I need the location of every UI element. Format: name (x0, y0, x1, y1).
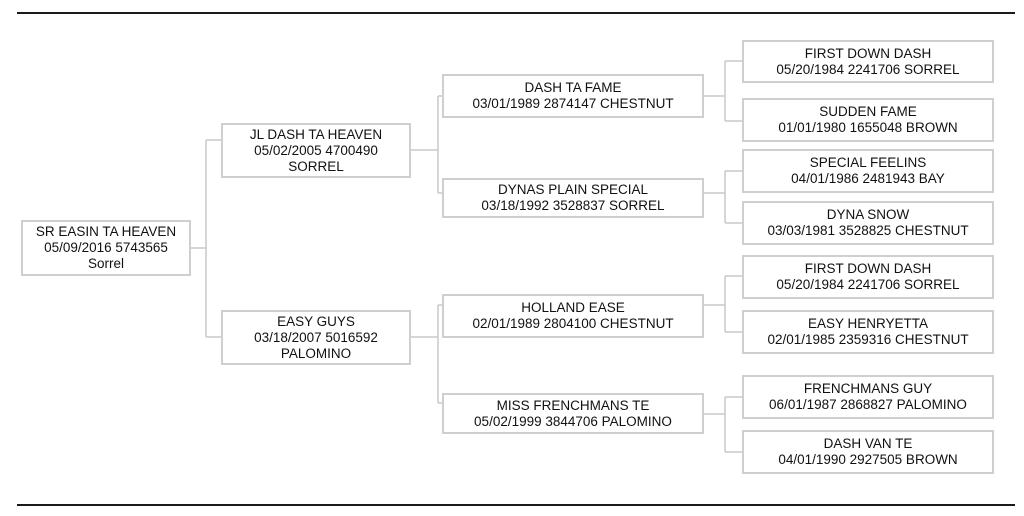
horse-color: PALOMINO (280, 345, 352, 361)
pedigree-node-dam-dam: MISS FRENCHMANS TE 05/02/1999 3844706 PA… (442, 393, 704, 434)
horse-name: DASH VAN TE (823, 436, 913, 451)
pedigree-node-dam-sire-sire: FIRST DOWN DASH 05/20/1984 2241706 SORRE… (742, 255, 994, 299)
pedigree-node-sire-dam: DYNAS PLAIN SPECIAL 03/18/1992 3528837 S… (442, 178, 704, 218)
top-rule (17, 12, 1015, 14)
pedigree-node-sire-sire: DASH TA FAME 03/01/1989 2874147 CHESTNUT (442, 74, 704, 118)
horse-details: 03/01/1989 2874147 CHESTNUT (472, 96, 674, 111)
horse-details: 05/02/1999 3844706 PALOMINO (474, 413, 672, 429)
pedigree-node-dam-dam-dam: DASH VAN TE 04/01/1990 2927505 BROWN (742, 430, 994, 474)
horse-details: 05/09/2016 5743565 (44, 240, 168, 255)
horse-details: 05/20/1984 2241706 SORREL (776, 277, 960, 292)
horse-name: SUDDEN FAME (819, 104, 917, 119)
horse-name: DYNAS PLAIN SPECIAL (497, 182, 649, 197)
horse-name: EASY HENRYETTA (807, 316, 929, 331)
horse-name: FIRST DOWN DASH (804, 45, 932, 61)
pedigree-node-dam-dam-sire: FRENCHMANS GUY 06/01/1987 2868827 PALOMI… (742, 375, 994, 419)
horse-details: 02/01/1985 2359316 CHESTNUT (767, 332, 969, 347)
horse-name: DYNA SNOW (826, 207, 910, 222)
horse-details: 02/01/1989 2804100 CHESTNUT (472, 316, 674, 331)
horse-name: FIRST DOWN DASH (804, 261, 932, 276)
pedigree-node-sire-dam-sire: SPECIAL FEELINS 04/01/1986 2481943 BAY (742, 149, 994, 193)
horse-details: 03/03/1981 3528825 CHESTNUT (767, 223, 969, 238)
horse-details: 04/01/1986 2481943 BAY (791, 171, 945, 186)
horse-name: DASH TA FAME (524, 80, 622, 95)
pedigree-node-dam: EASY GUYS 03/18/2007 5016592 PALOMINO (221, 310, 411, 365)
horse-details: 05/02/2005 4700490 (254, 142, 378, 158)
pedigree-node-dam-sire: HOLLAND EASE 02/01/1989 2804100 CHESTNUT (442, 294, 704, 338)
horse-details: 06/01/1987 2868827 PALOMINO (769, 397, 967, 412)
horse-name: SPECIAL FEELINS (809, 155, 927, 170)
bottom-rule (17, 504, 1015, 506)
horse-name: JL DASH TA HEAVEN (249, 126, 383, 142)
horse-details: 01/01/1980 1655048 BROWN (778, 120, 958, 135)
horse-details: 05/20/1984 2241706 SORREL (776, 61, 960, 77)
horse-name: MISS FRENCHMANS TE (496, 397, 650, 413)
pedigree-node-sire-dam-dam: DYNA SNOW 03/03/1981 3528825 CHESTNUT (742, 201, 994, 245)
pedigree-node-sire: JL DASH TA HEAVEN 05/02/2005 4700490 SOR… (221, 123, 411, 178)
horse-name: HOLLAND EASE (521, 300, 625, 315)
horse-color: SORREL (288, 158, 344, 174)
horse-name: FRENCHMANS GUY (803, 381, 933, 396)
pedigree-node-dam-sire-dam: EASY HENRYETTA 02/01/1985 2359316 CHESTN… (742, 310, 994, 354)
horse-details: 03/18/1992 3528837 SORREL (481, 198, 665, 213)
horse-details: 04/01/1990 2927505 BROWN (778, 452, 958, 467)
pedigree-node-sire-sire-dam: SUDDEN FAME 01/01/1980 1655048 BROWN (742, 98, 994, 142)
horse-details: 03/18/2007 5016592 (254, 329, 378, 345)
horse-name: SR EASIN TA HEAVEN (35, 224, 177, 239)
horse-color: Sorrel (87, 256, 124, 271)
pedigree-node-subject: SR EASIN TA HEAVEN 05/09/2016 5743565 So… (21, 220, 191, 276)
pedigree-node-sire-sire-sire: FIRST DOWN DASH 05/20/1984 2241706 SORRE… (742, 40, 994, 83)
horse-name: EASY GUYS (277, 313, 355, 329)
